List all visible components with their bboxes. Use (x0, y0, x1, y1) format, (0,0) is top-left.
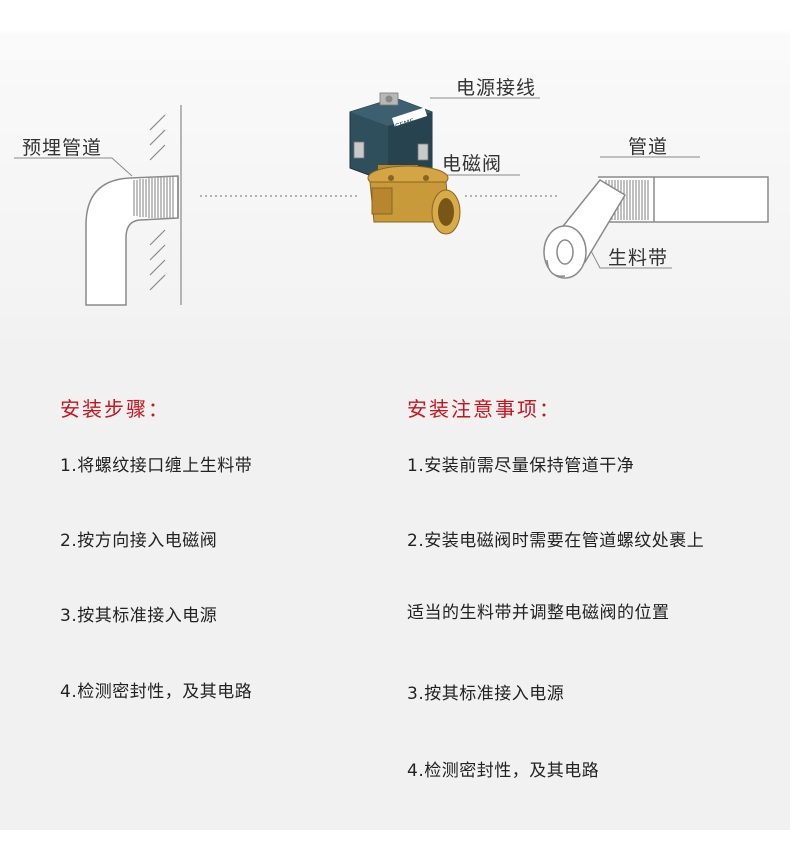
install-note-item: 1.安装前需尽量保持管道干净 (407, 456, 635, 476)
install-note-item: 4.检测密封性，及其电路 (407, 761, 600, 781)
install-note-item: 适当的生料带并调整电磁阀的位置 (407, 603, 670, 623)
install-step-item: 2.按方向接入电磁阀 (60, 531, 218, 551)
label-power-wiring: 电源接线 (456, 77, 537, 99)
install-step-item: 1.将螺纹接口缠上生料带 (60, 456, 253, 476)
install-steps-title: 安装步骤： (60, 397, 170, 421)
leader-lines (14, 97, 700, 269)
footer-strip (0, 830, 790, 857)
label-pipe: 管道 (628, 136, 669, 158)
install-step-item: 4.检测密封性，及其电路 (60, 682, 253, 702)
embedded-pipe-thread (133, 176, 174, 218)
label-solenoid-valve: 电磁阀 (442, 153, 503, 175)
install-note-item: 2.安装电磁阀时需要在管道螺纹处裹上 (407, 531, 705, 551)
installation-diagram: CEME (14, 92, 769, 306)
wall-hatch (149, 105, 182, 305)
threaded-pipe (598, 176, 769, 223)
instructions-area (0, 340, 790, 830)
label-ptfe-tape: 生料带 (608, 247, 669, 269)
label-embedded-pipe: 预埋管道 (22, 137, 103, 159)
install-notes-title: 安装注意事项： (407, 397, 561, 421)
install-step-item: 3.按其标准接入电源 (60, 606, 218, 626)
solenoid-valve-image: CEME (349, 92, 461, 235)
ptfe-tape-roll (543, 179, 627, 279)
install-note-item: 3.按其标准接入电源 (407, 684, 565, 704)
